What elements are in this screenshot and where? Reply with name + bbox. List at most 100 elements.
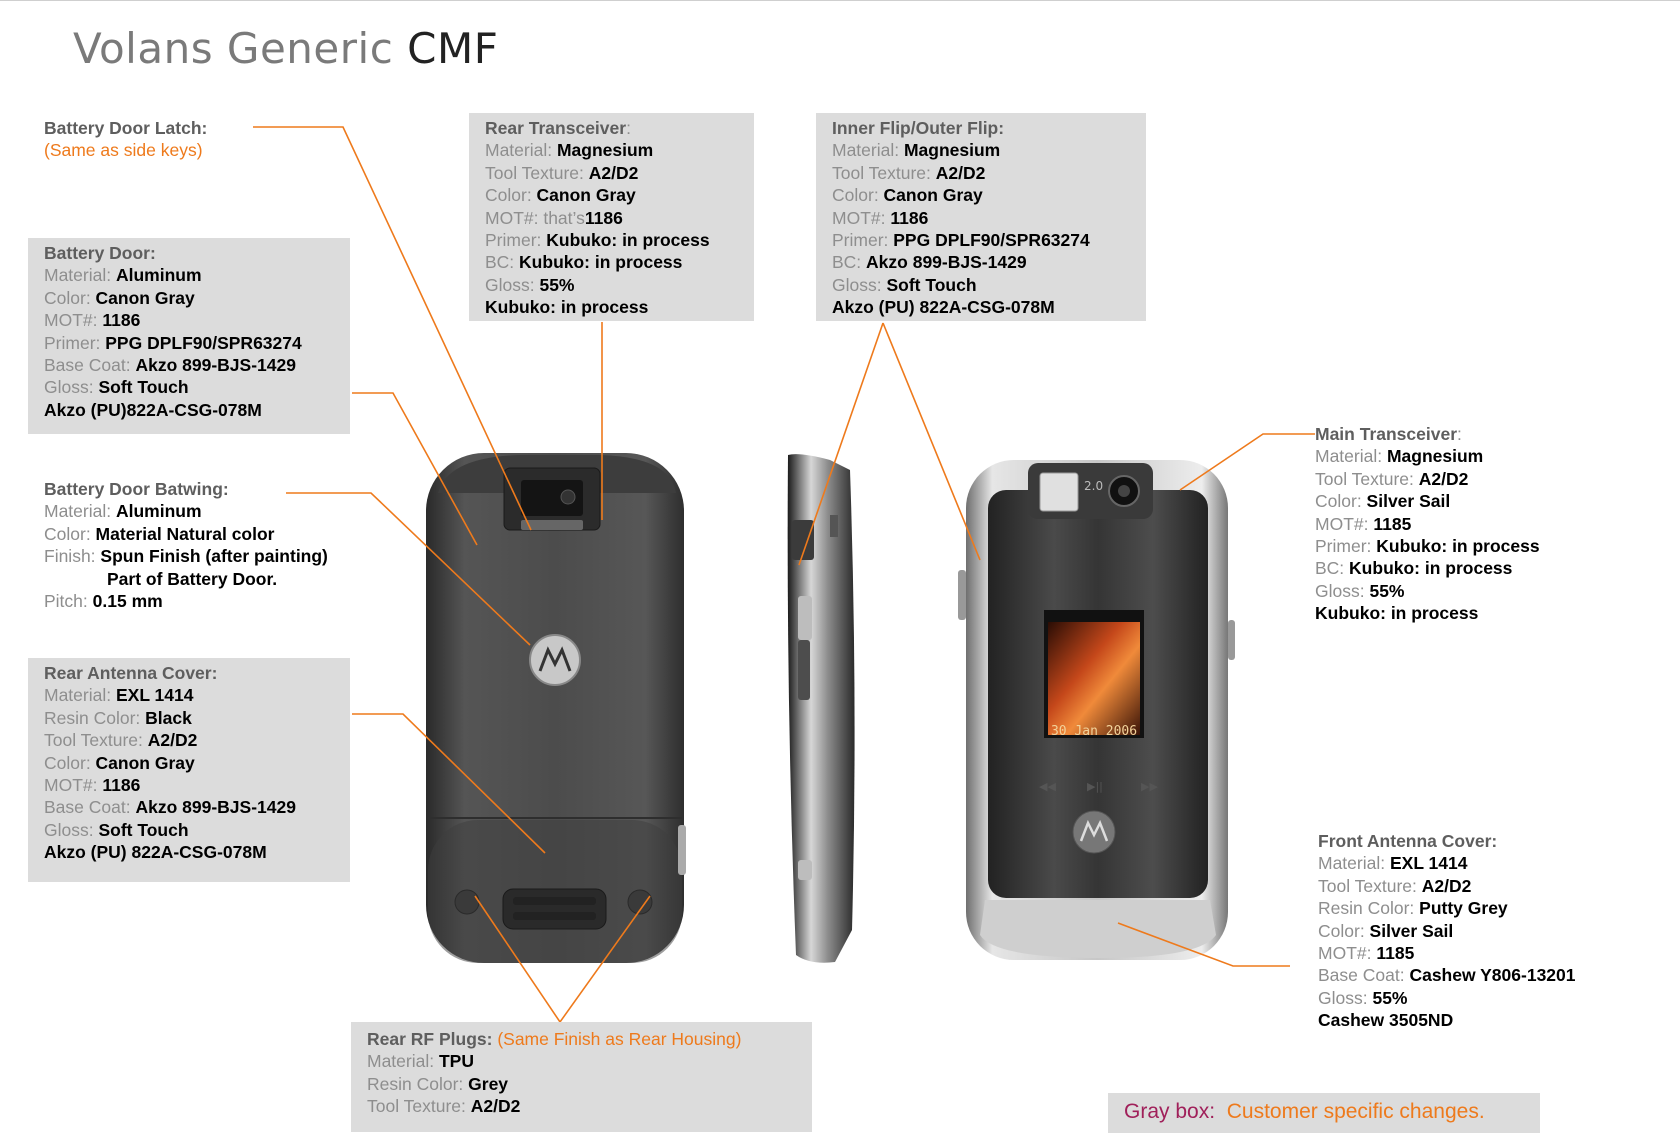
spec-value: Canon Gray — [95, 752, 195, 773]
rear-transceiver-spec-row: Primer: Kubuko: in process — [485, 229, 754, 251]
spec-label: Color: — [1315, 491, 1367, 512]
rear-transceiver-spec-row: Gloss: 55% — [485, 274, 754, 296]
spec-value: Akzo (PU)822A-CSG-078M — [44, 399, 262, 420]
spec-label: Material: — [485, 140, 557, 161]
spec-value: Grey — [468, 1073, 509, 1094]
spec-value: EXL 1414 — [1389, 853, 1468, 874]
spec-value: PPG DPLF90/SPR63274 — [893, 230, 1090, 251]
spec-label: Gloss: — [1315, 580, 1370, 601]
rear-antenna-spec-row: Resin Color: Black — [44, 707, 350, 729]
rf-plugs-spec-row: Tool Texture: A2/D2 — [367, 1095, 812, 1117]
spec-value: 1186 — [102, 775, 141, 796]
main-transceiver-spec-row: Color: Silver Sail — [1315, 490, 1540, 512]
leader-lines — [253, 126, 1315, 1024]
spec-value: A2/D2 — [470, 1096, 521, 1117]
main-transceiver-spec-row: Gloss: 55% — [1315, 580, 1540, 602]
batwing-spec-row: Finish: Spun Finish (after painting) — [44, 545, 328, 567]
spec-label: Tool Texture: — [44, 730, 148, 751]
front-antenna-spec-row: Gloss: 55% — [1318, 987, 1576, 1009]
spec-label: Material: — [367, 1051, 439, 1072]
page-title: Volans Generic CMF — [73, 24, 499, 73]
batwing-spec-row: Color: Material Natural color — [44, 523, 328, 545]
spec-label: Color: — [832, 185, 884, 206]
spec-value: A2/D2 — [1421, 875, 1472, 896]
spec-label: Material: — [44, 265, 116, 286]
spec-value: A2/D2 — [935, 162, 986, 183]
spec-value: Canon Gray — [883, 185, 983, 206]
front-antenna-spec-row: Resin Color: Putty Grey — [1318, 897, 1576, 919]
spec-value: 1186 — [102, 310, 141, 331]
spec-label: BC: — [485, 252, 520, 273]
spec-label: Material: — [44, 685, 116, 706]
spec-value: Akzo 899-BJS-1429 — [135, 797, 296, 818]
spec-value: A2/D2 — [588, 162, 639, 183]
spec-label: Gloss: — [1318, 987, 1373, 1008]
rf-plugs-heading: Rear RF Plugs: (Same Finish as Rear Hous… — [367, 1029, 742, 1049]
spec-label: Material: — [1318, 853, 1390, 874]
spec-value: Kubuko: in process — [485, 297, 649, 318]
spec-label: Pitch: — [44, 591, 93, 612]
batwing-spec-row: Part of Battery Door. — [44, 568, 328, 590]
rear-transceiver-spec-row: MOT#: that’s1186 — [485, 207, 754, 229]
rear-antenna-spec-row: MOT#: 1186 — [44, 774, 350, 796]
phone-front-view: 2.0 30 Jan 2006 ◀◀ ▶|| ▶▶ — [958, 460, 1235, 960]
spec-label: Base Coat: — [44, 355, 136, 376]
spec-value: Kubuko: in process — [1315, 603, 1479, 624]
svg-text:◀◀: ◀◀ — [1039, 780, 1056, 793]
spec-value: Magnesium — [556, 140, 654, 161]
spec-value: Kubuko: in process — [519, 252, 683, 273]
spec-value: Aluminum — [115, 501, 202, 522]
callout-battery-door-latch: Battery Door Latch: (Same as side keys) — [44, 117, 207, 162]
spec-value: Kubuko: in process — [546, 230, 710, 251]
spec-label: Primer: — [1315, 536, 1377, 557]
main-transceiver-spec-row: MOT#: 1185 — [1315, 513, 1540, 535]
main-transceiver-heading: Main Transceiver: — [1315, 424, 1462, 444]
spec-label: Material: — [1315, 446, 1387, 467]
rear-transceiver-spec-row: Material: Magnesium — [485, 139, 754, 161]
main-transceiver-spec-row: Kubuko: in process — [1315, 602, 1540, 624]
batwing-spec-row: Pitch: 0.15 mm — [44, 590, 328, 612]
spec-label: BC: — [832, 252, 867, 273]
spec-value: Putty Grey — [1419, 898, 1508, 919]
spec-value: A2/D2 — [1418, 468, 1469, 489]
spec-label: Color: — [44, 752, 96, 773]
spec-value: 1186 — [584, 207, 623, 228]
main-transceiver-spec-row: Material: Magnesium — [1315, 445, 1540, 467]
spec-value: Cashew Y806-13201 — [1409, 965, 1576, 986]
spec-value: 0.15 mm — [92, 591, 163, 612]
spec-value: Cashew 3505ND — [1318, 1010, 1454, 1031]
front-antenna-heading: Front Antenna Cover: — [1318, 831, 1498, 851]
svg-text:▶||: ▶|| — [1087, 780, 1103, 793]
spec-label: Primer: — [485, 230, 547, 251]
spec-value: Aluminum — [115, 265, 202, 286]
spec-label: MOT#: — [832, 207, 891, 228]
spec-value: Canon Gray — [95, 287, 195, 308]
spec-label: Finish: — [44, 546, 101, 567]
spec-value: Silver Sail — [1369, 920, 1454, 941]
battery-door-spec-row: Color: Canon Gray — [44, 287, 350, 309]
latch-heading: Battery Door Latch: — [44, 118, 208, 138]
rear-transceiver-spec-row: Kubuko: in process — [485, 296, 754, 318]
spec-value: Akzo 899-BJS-1429 — [866, 252, 1027, 273]
spec-label: Resin Color: — [44, 707, 146, 728]
spec-label: Gloss: — [485, 274, 540, 295]
spec-label: Color: — [44, 287, 96, 308]
flip-spec-row: MOT#: 1186 — [832, 207, 1146, 229]
spec-label: Material: — [832, 140, 904, 161]
battery-door-spec-row: Material: Aluminum — [44, 264, 350, 286]
legend-key: Gray box: — [1124, 1100, 1216, 1123]
spec-label: Tool Texture: — [485, 162, 589, 183]
rear-antenna-spec-row: Color: Canon Gray — [44, 752, 350, 774]
main-transceiver-spec-row: Tool Texture: A2/D2 — [1315, 468, 1540, 490]
svg-text:▶▶: ▶▶ — [1141, 780, 1158, 793]
front-antenna-spec-row: Base Coat: Cashew Y806-13201 — [1318, 964, 1576, 986]
front-antenna-spec-row: Color: Silver Sail — [1318, 920, 1576, 942]
battery-door-spec-row: Gloss: Soft Touch — [44, 376, 350, 398]
spec-label: MOT#: — [44, 310, 103, 331]
latch-note: (Same as side keys) — [44, 140, 203, 161]
legend-value: Customer specific changes. — [1226, 1100, 1485, 1123]
top-rule — [0, 0, 1680, 1]
